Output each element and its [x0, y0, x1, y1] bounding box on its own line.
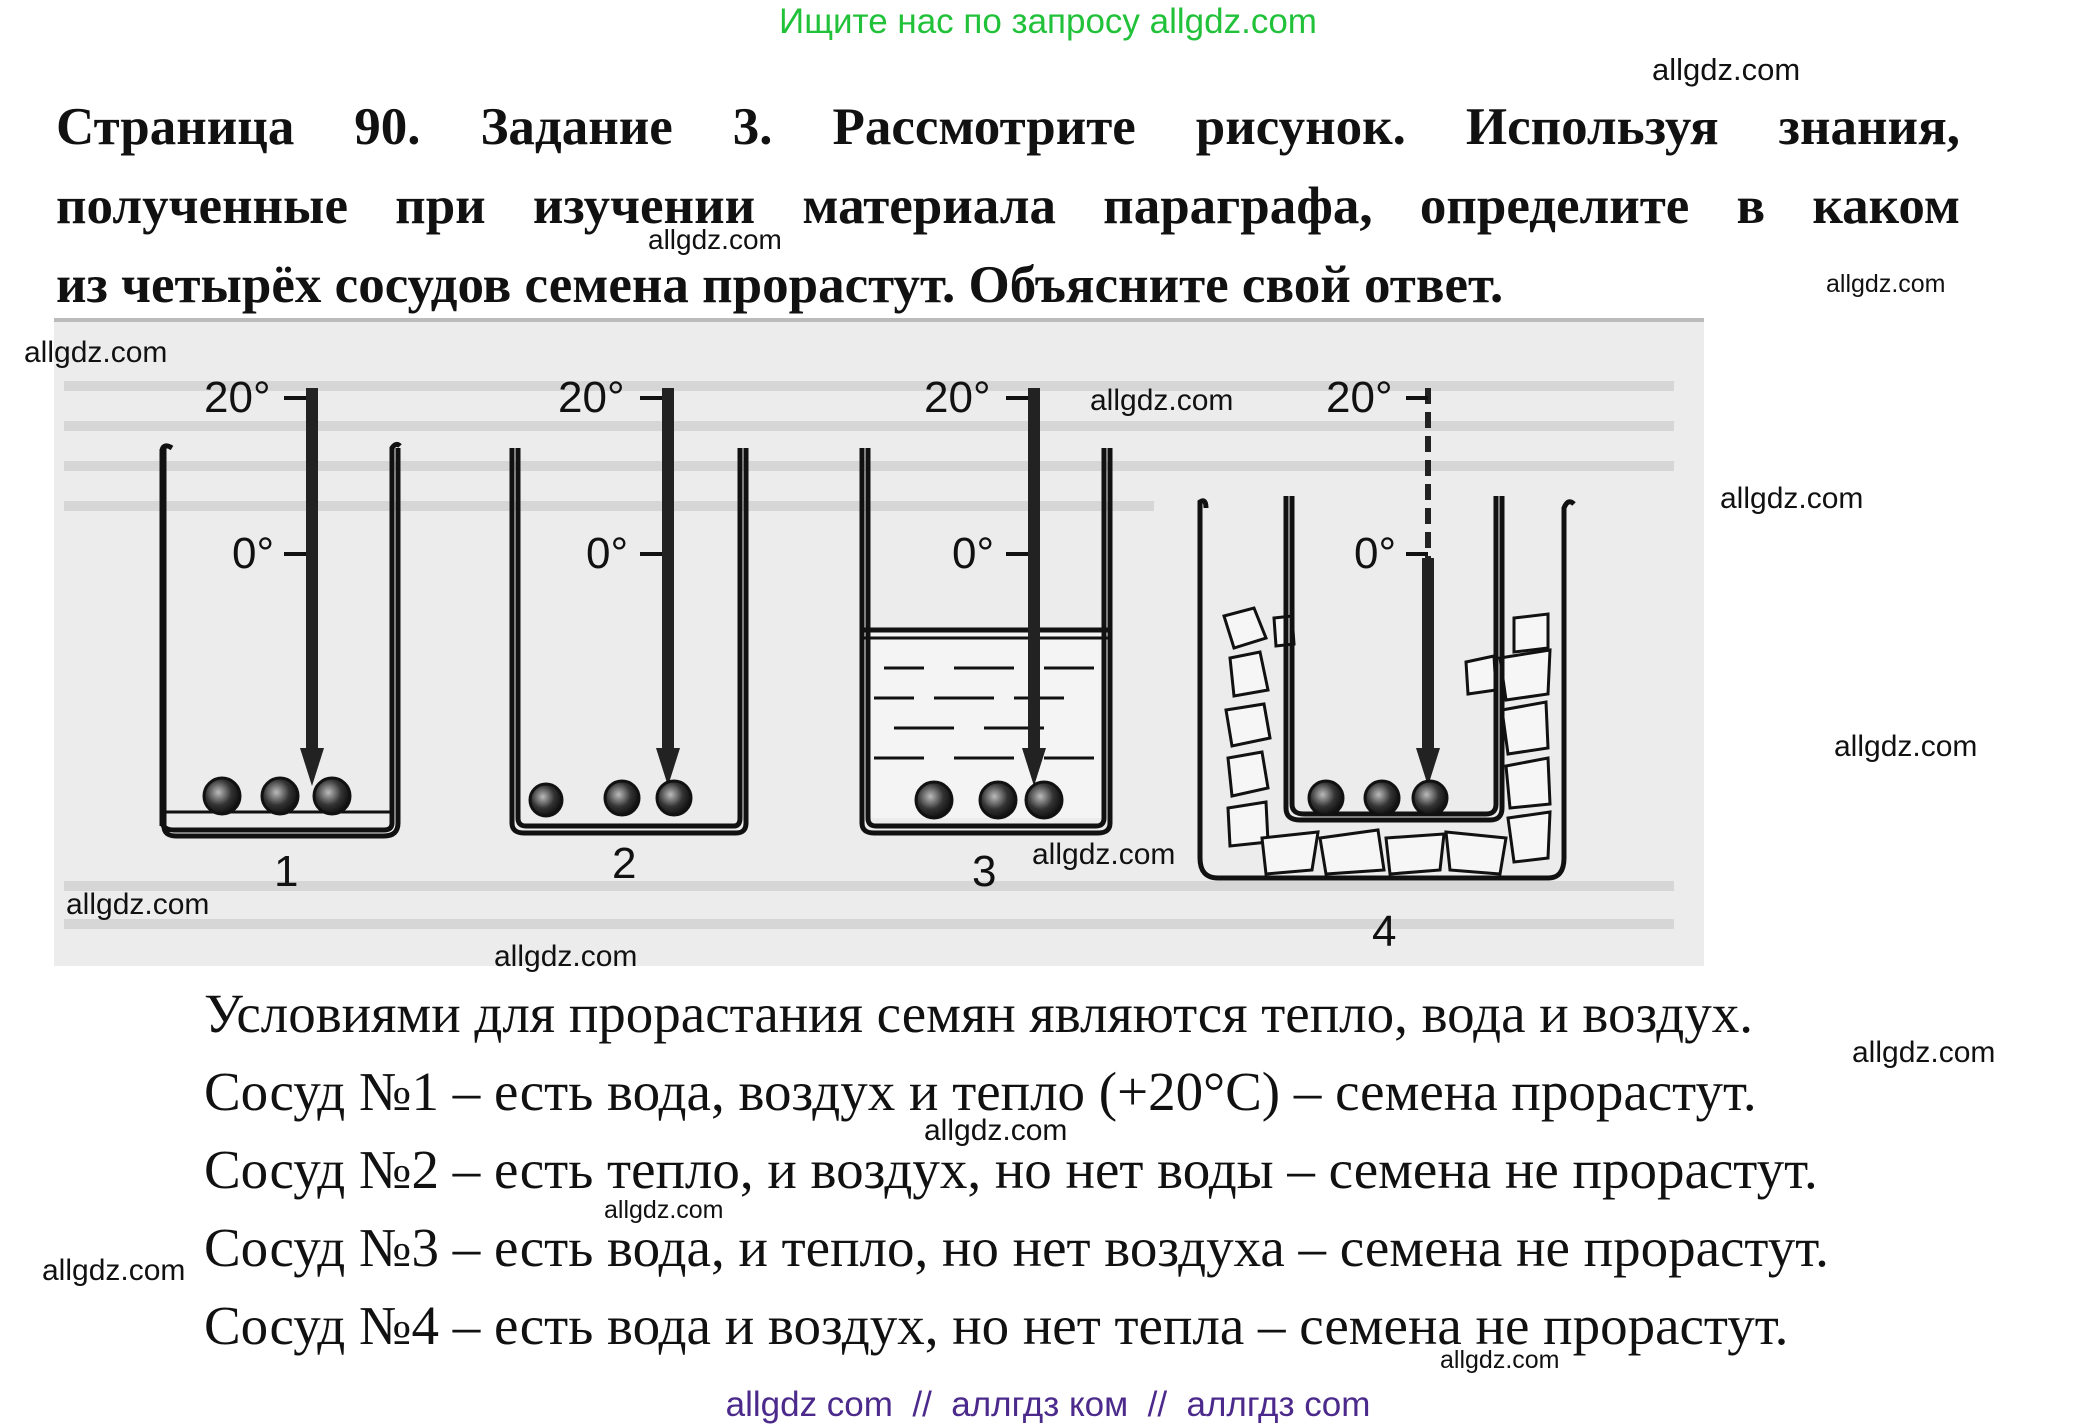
footer-links: allgdz com // аллгдз ком // аллгдз com	[725, 1385, 1371, 1424]
temperature-label-20: 20°	[1326, 373, 1393, 422]
answer-line: Сосуд №4 – есть вода и воздух, но нет те…	[204, 1295, 1789, 1356]
thermometer-2: 20° 0°	[558, 373, 680, 786]
watermark: allgdz.com	[1826, 270, 1946, 298]
top-banner: Ищите нас по запросу allgdz.com	[779, 2, 1317, 41]
watermark: allgdz.com	[66, 888, 210, 921]
thermometer-1: 20° 0°	[204, 373, 324, 786]
question-line: Страница 90. Задание 3. Рассмотрите рису…	[56, 98, 1960, 156]
question-line: полученные при изучении материала парагр…	[56, 177, 1960, 235]
temperature-label-0: 0°	[952, 529, 994, 578]
watermark: allgdz.com	[1652, 52, 1801, 87]
temperature-label-0: 0°	[1354, 529, 1396, 578]
watermark: allgdz.com	[1440, 1346, 1560, 1374]
vessel-4	[1197, 496, 1576, 881]
thermometer-4: 20° 0°	[1326, 373, 1440, 786]
watermark: allgdz.com	[648, 224, 782, 255]
temperature-label-0: 0°	[586, 529, 628, 578]
vessels-illustration: 20° 0° 1 20° 0° 2	[54, 318, 1704, 956]
task-question: Страница 90. Задание 3. Рассмотрите рису…	[56, 88, 1960, 325]
answer-text: Условиями для прорастания семян являются…	[204, 975, 1829, 1365]
thermometer-3: 20° 0°	[924, 373, 1046, 786]
temperature-label-0: 0°	[232, 529, 274, 578]
seeds-2	[528, 779, 693, 818]
seeds-3	[914, 780, 1064, 820]
watermark: allgdz.com	[42, 1254, 186, 1287]
answer-line: Сосуд №1 – есть вода, воздух и тепло (+2…	[204, 1061, 1757, 1122]
vessels-figure: 20° 0° 1 20° 0° 2	[54, 318, 1704, 966]
watermark: allgdz.com	[924, 1114, 1068, 1147]
vessel-label: 1	[274, 847, 298, 896]
watermark: allgdz.com	[1090, 384, 1234, 417]
vessel-label: 3	[972, 847, 996, 896]
ice-4	[1222, 606, 1552, 876]
temperature-label-20: 20°	[558, 373, 625, 422]
answer-line: Условиями для прорастания семян являются…	[204, 983, 1753, 1044]
seeds-4	[1307, 779, 1449, 817]
watermark: allgdz.com	[24, 336, 168, 369]
watermark: allgdz.com	[1720, 482, 1864, 515]
watermark: allgdz.com	[1852, 1036, 1996, 1069]
question-line: из четырёх сосудов семена прорастут. Объ…	[56, 256, 1504, 314]
vessel-2	[509, 448, 749, 836]
watermark: allgdz.com	[604, 1196, 724, 1224]
temperature-label-20: 20°	[204, 373, 271, 422]
temperature-label-20: 20°	[924, 373, 991, 422]
watermark: allgdz.com	[1834, 730, 1978, 763]
answer-line: Сосуд №2 – есть тепло, и воздух, но нет …	[204, 1139, 1818, 1200]
seeds-1	[202, 776, 352, 816]
watermark: allgdz.com	[494, 940, 638, 973]
vessel-label: 4	[1372, 907, 1396, 956]
vessel-3	[859, 448, 1113, 836]
vessel-label: 2	[612, 839, 636, 888]
watermark: allgdz.com	[1032, 838, 1176, 871]
answer-line: Сосуд №3 – есть вода, и тепло, но нет во…	[204, 1217, 1829, 1278]
